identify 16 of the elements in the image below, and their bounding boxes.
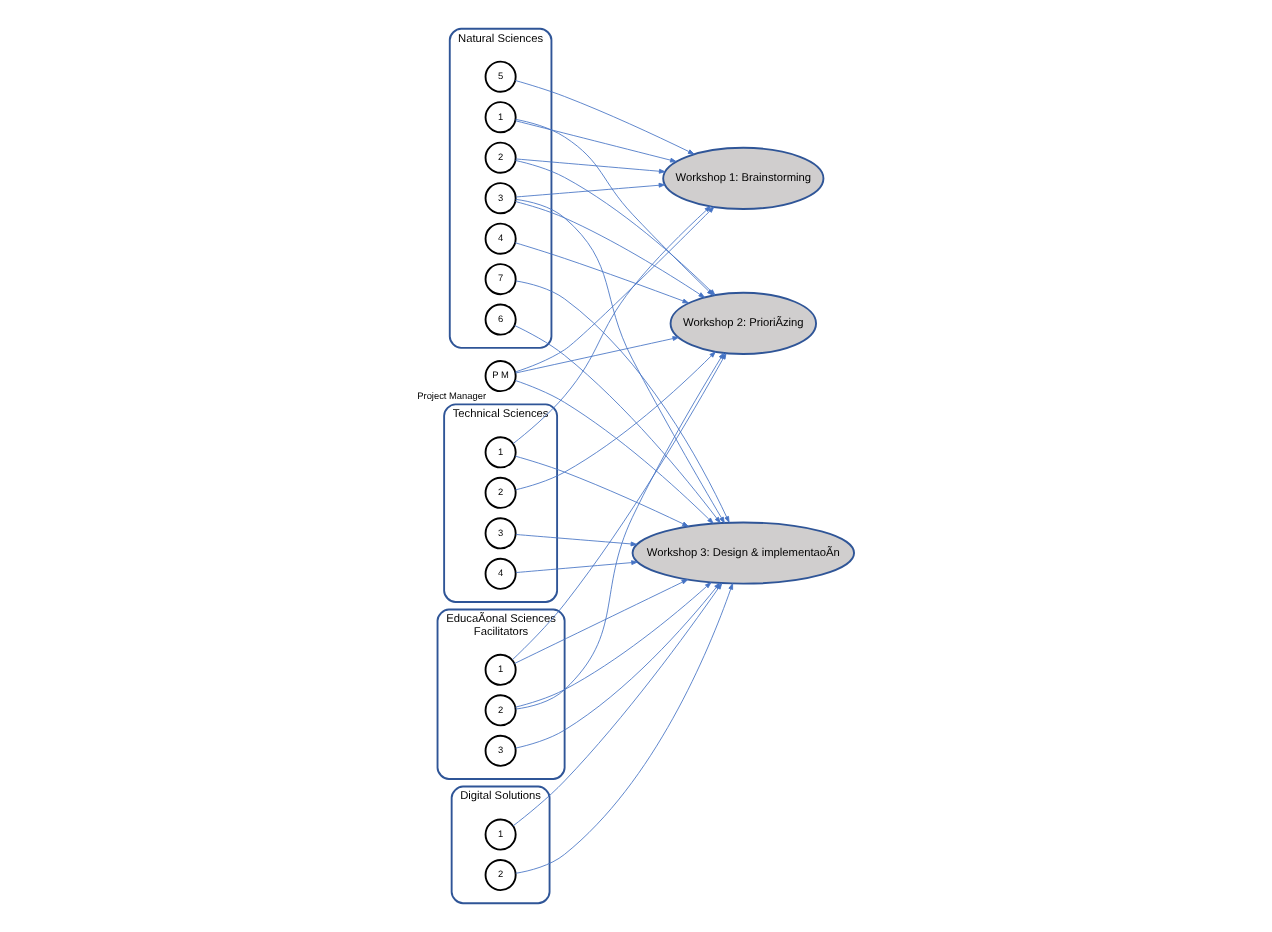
arrow <box>515 120 677 163</box>
arrow <box>515 351 716 491</box>
arrow <box>514 242 689 304</box>
arrow <box>514 380 714 524</box>
arrow <box>514 582 712 708</box>
arrow <box>514 455 689 527</box>
arrow <box>515 560 638 573</box>
arrow <box>515 158 666 174</box>
arrow <box>512 205 711 445</box>
arrow <box>514 325 721 524</box>
arrow <box>515 201 705 298</box>
arrow <box>515 182 666 198</box>
arrow <box>514 579 689 664</box>
arrow <box>515 336 679 374</box>
arrow <box>515 534 638 547</box>
arrow <box>514 80 695 155</box>
